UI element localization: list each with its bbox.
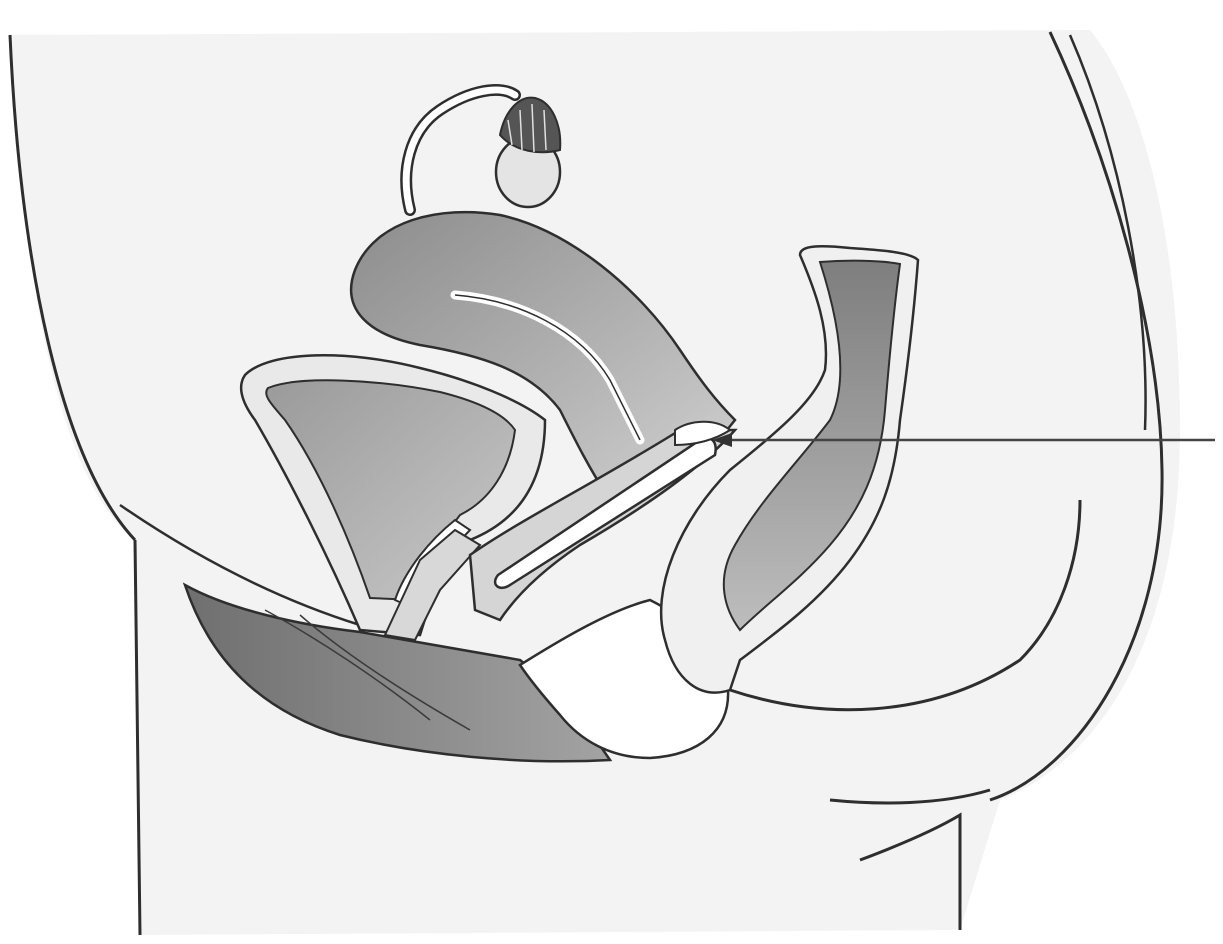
anatomy-diagram (0, 0, 1223, 944)
diagram-canvas (0, 0, 1223, 944)
